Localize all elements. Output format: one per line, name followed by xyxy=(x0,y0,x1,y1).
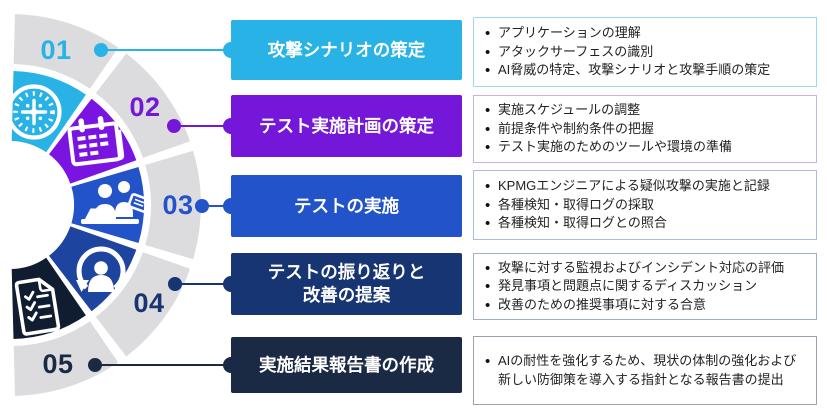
bullet-list: AIの耐性を強化するため、現状の体制の強化および新しい防御策を導入する指針となる… xyxy=(483,351,806,389)
bullet-item: テスト実施のためのツールや環境の準備 xyxy=(483,137,806,159)
step-details-box-5: AIの耐性を強化するため、現状の体制の強化および新しい防御策を導入する指針となる… xyxy=(473,336,817,405)
ring-segment-2 xyxy=(95,53,190,158)
bullet-item: 各種検知・取得ログとの照合 xyxy=(483,213,806,235)
connector-4 xyxy=(168,276,239,292)
bullet-item: 攻撃に対する監視およびインシデント対応の評価 xyxy=(483,258,806,280)
step-banner-2: テスト実施計画の策定 xyxy=(231,95,462,157)
connector-dot xyxy=(94,43,108,57)
step-title: テスト実施計画の策定 xyxy=(259,115,434,136)
step-details-box-3: KPMGエンジニアによる疑似攻撃の実施と記録 各種検知・取得ログの採取 各種検知… xyxy=(473,170,817,240)
wheel-segment-2 xyxy=(49,98,137,184)
step-title: テストの振り返りと 改善の提案 xyxy=(267,262,426,305)
connector-dot xyxy=(88,358,102,372)
step-number-2: 02 xyxy=(129,92,160,122)
bullet-list: KPMGエンジニアによる疑似攻撃の実施と記録 各種検知・取得ログの採取 各種検知… xyxy=(483,176,806,235)
connector-2 xyxy=(167,118,239,134)
step-title: 攻撃シナリオの策定 xyxy=(267,39,426,60)
bullet-item: KPMGエンジニアによる疑似攻撃の実施と記録 xyxy=(483,176,806,198)
ring-segment-4 xyxy=(95,252,190,357)
step-banner-4: テストの振り返りと 改善の提案 xyxy=(231,253,462,315)
bullet-list: 攻撃に対する監視およびインシデント対応の評価 発見事項と問題点に関するディスカッ… xyxy=(483,258,806,317)
ring-segment-3 xyxy=(145,150,201,260)
step-details-box-1: アプリケーションの理解 アタックサーフェスの識別 AI脅威の特定、攻撃シナリオと… xyxy=(473,17,817,87)
step-banner-3: テストの実施 xyxy=(231,175,462,237)
connector-1 xyxy=(94,42,239,58)
step-banner-1: 攻撃シナリオの策定 xyxy=(231,20,462,80)
number-ring xyxy=(13,14,201,396)
bullet-item: AIの耐性を強化するため、現状の体制の強化および新しい防御策を導入する指針となる… xyxy=(483,351,806,389)
team-testing-icon xyxy=(81,181,151,224)
bullet-list: アプリケーションの理解 アタックサーフェスの識別 AI脅威の特定、攻撃シナリオと… xyxy=(483,23,806,82)
step-title: テストの実施 xyxy=(294,195,399,216)
connector-dot xyxy=(168,277,182,291)
step-details-box-4: 攻撃に対する監視およびインシデント対応の評価 発見事項と問題点に関するディスカッ… xyxy=(473,253,817,320)
connector-dot xyxy=(195,199,209,213)
checklist-document-icon xyxy=(14,277,61,336)
bullet-item: 発見事項と問題点に関するディスカッション xyxy=(483,276,806,298)
roulette-wheel-icon xyxy=(6,84,62,140)
bullet-item: 実施スケジュールの調整 xyxy=(483,100,806,122)
step-details-box-2: 実施スケジュールの調整 前提条件や制約条件の把握 テスト実施のためのツールや環境… xyxy=(473,95,817,163)
bullet-item: 各種検知・取得ログの採取 xyxy=(483,195,806,217)
step-title: 実施結果報告書の作成 xyxy=(259,354,434,375)
bullet-item: アプリケーションの理解 xyxy=(483,23,806,45)
person-refresh-icon xyxy=(76,246,126,292)
step-number-3: 03 xyxy=(162,190,193,220)
step-number-4: 04 xyxy=(133,288,164,318)
ring-segment-1 xyxy=(13,14,119,89)
bullet-item: AI脅威の特定、攻撃シナリオと攻撃手順の策定 xyxy=(483,60,806,82)
calendar-icon xyxy=(67,116,125,167)
bullet-item: 前提条件や制約条件の把握 xyxy=(483,119,806,141)
bullet-item: 改善のための推奨事項に対する合意 xyxy=(483,295,806,317)
connector-dot xyxy=(167,119,181,133)
ring-segment-5 xyxy=(13,321,119,396)
bullet-item: アタックサーフェスの識別 xyxy=(483,42,806,64)
wheel-segment-4 xyxy=(49,226,137,312)
step-number-5: 05 xyxy=(42,349,73,379)
wheel-segment-1 xyxy=(11,71,86,153)
bullet-list: 実施スケジュールの調整 前提条件や制約条件の把握 テスト実施のためのツールや環境… xyxy=(483,100,806,159)
step-number-1: 01 xyxy=(40,35,71,65)
step-banner-5: 実施結果報告書の作成 xyxy=(231,337,462,393)
